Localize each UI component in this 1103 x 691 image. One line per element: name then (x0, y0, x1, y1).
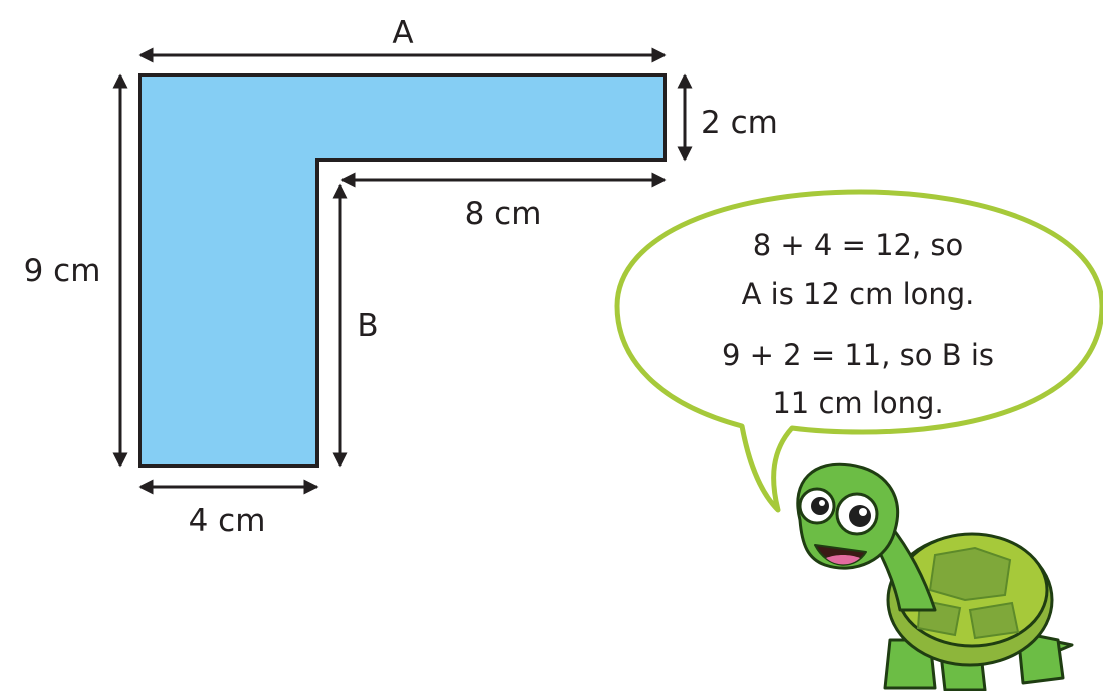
label-inner-width: 8 cm (465, 196, 542, 232)
label-bottom-width: 4 cm (189, 503, 266, 539)
label-top-thickness: 2 cm (701, 105, 778, 141)
label-b: B (357, 308, 378, 344)
speech-bubble: 8 + 4 = 12, so A is 12 cm long. 9 + 2 = … (614, 189, 1103, 513)
bubble-line-4: 11 cm long. (772, 386, 943, 420)
label-a: A (392, 15, 413, 51)
label-height: 9 cm (24, 253, 101, 289)
turtle-icon (796, 462, 1074, 691)
speech-bubble-outline (614, 189, 1103, 513)
l-shape (138, 73, 667, 468)
bubble-line-3: 9 + 2 = 11, so B is (722, 338, 994, 372)
bubble-line-2: A is 12 cm long. (742, 277, 975, 311)
bubble-line-1: 8 + 4 = 12, so (753, 228, 964, 262)
